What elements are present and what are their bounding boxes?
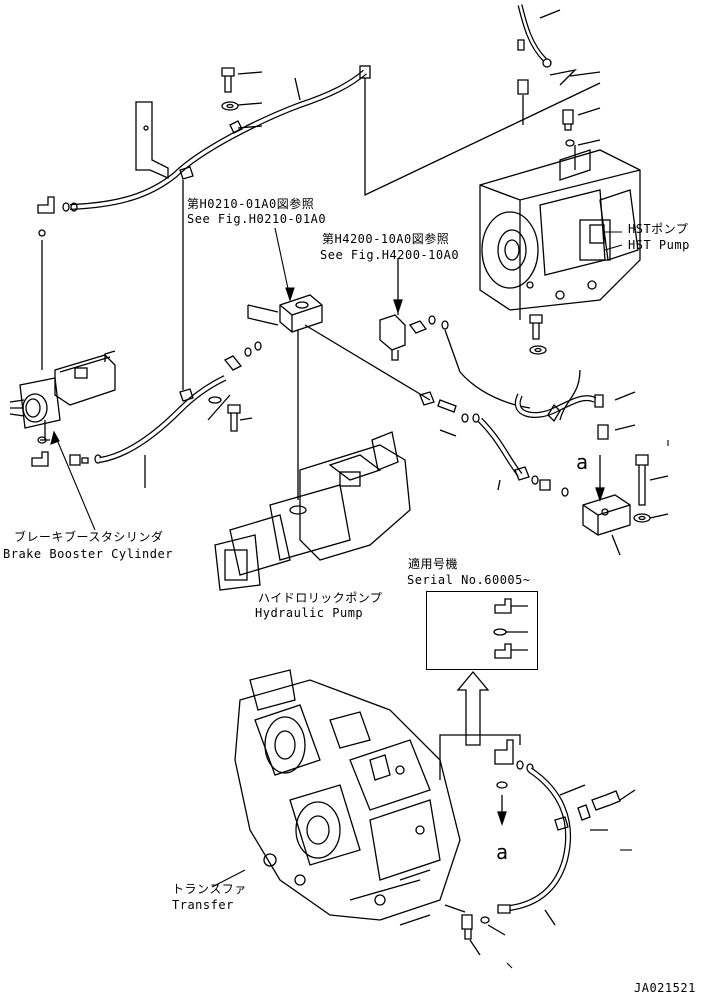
valve-block xyxy=(247,294,323,333)
brake-booster-en: Brake Booster Cylinder xyxy=(3,547,173,561)
hydraulic-pump-jp: ハイドロリックポンプ xyxy=(258,591,383,605)
ref-h4200-en: See Fig.H4200-10A0 xyxy=(320,248,460,262)
ref-h0210-en: See Fig.H0210-01A0 xyxy=(187,212,327,226)
brake-booster-jp: ブレーキブースタシリンダ xyxy=(14,530,164,544)
connector-block xyxy=(582,494,631,536)
connector-a-upper: a xyxy=(576,450,589,474)
banjo-fitting xyxy=(379,314,406,351)
bolt xyxy=(221,67,235,93)
hst-pump xyxy=(479,149,641,311)
reference-arrow xyxy=(456,670,490,746)
transfer-en: Transfer xyxy=(172,898,234,912)
hst-pump-jp: HSTポンプ xyxy=(628,222,689,236)
serial-jp: 適用号機 xyxy=(408,557,459,571)
ref-h4200-jp: 第H4200-10A0図参照 xyxy=(322,232,450,246)
washer xyxy=(221,101,239,111)
transfer-housing xyxy=(234,669,461,921)
drawing-number: JA021521 xyxy=(634,981,696,995)
hst-pump-en: HST Pump xyxy=(628,238,690,252)
hose-bracket xyxy=(135,101,169,180)
elbow-fitting xyxy=(37,196,55,214)
serial-variant-box xyxy=(426,591,538,670)
brake-booster-cylinder xyxy=(9,350,116,441)
hydraulic-pump-en: Hydraulic Pump xyxy=(255,606,364,620)
ref-h0210-jp: 第H0210-01A0図参照 xyxy=(187,197,315,211)
hydraulic-pump xyxy=(214,431,411,591)
connector-a-lower: a xyxy=(496,840,509,864)
serial-en: Serial No.60005~ xyxy=(407,573,531,587)
transfer-jp: トランスファ xyxy=(172,882,247,896)
